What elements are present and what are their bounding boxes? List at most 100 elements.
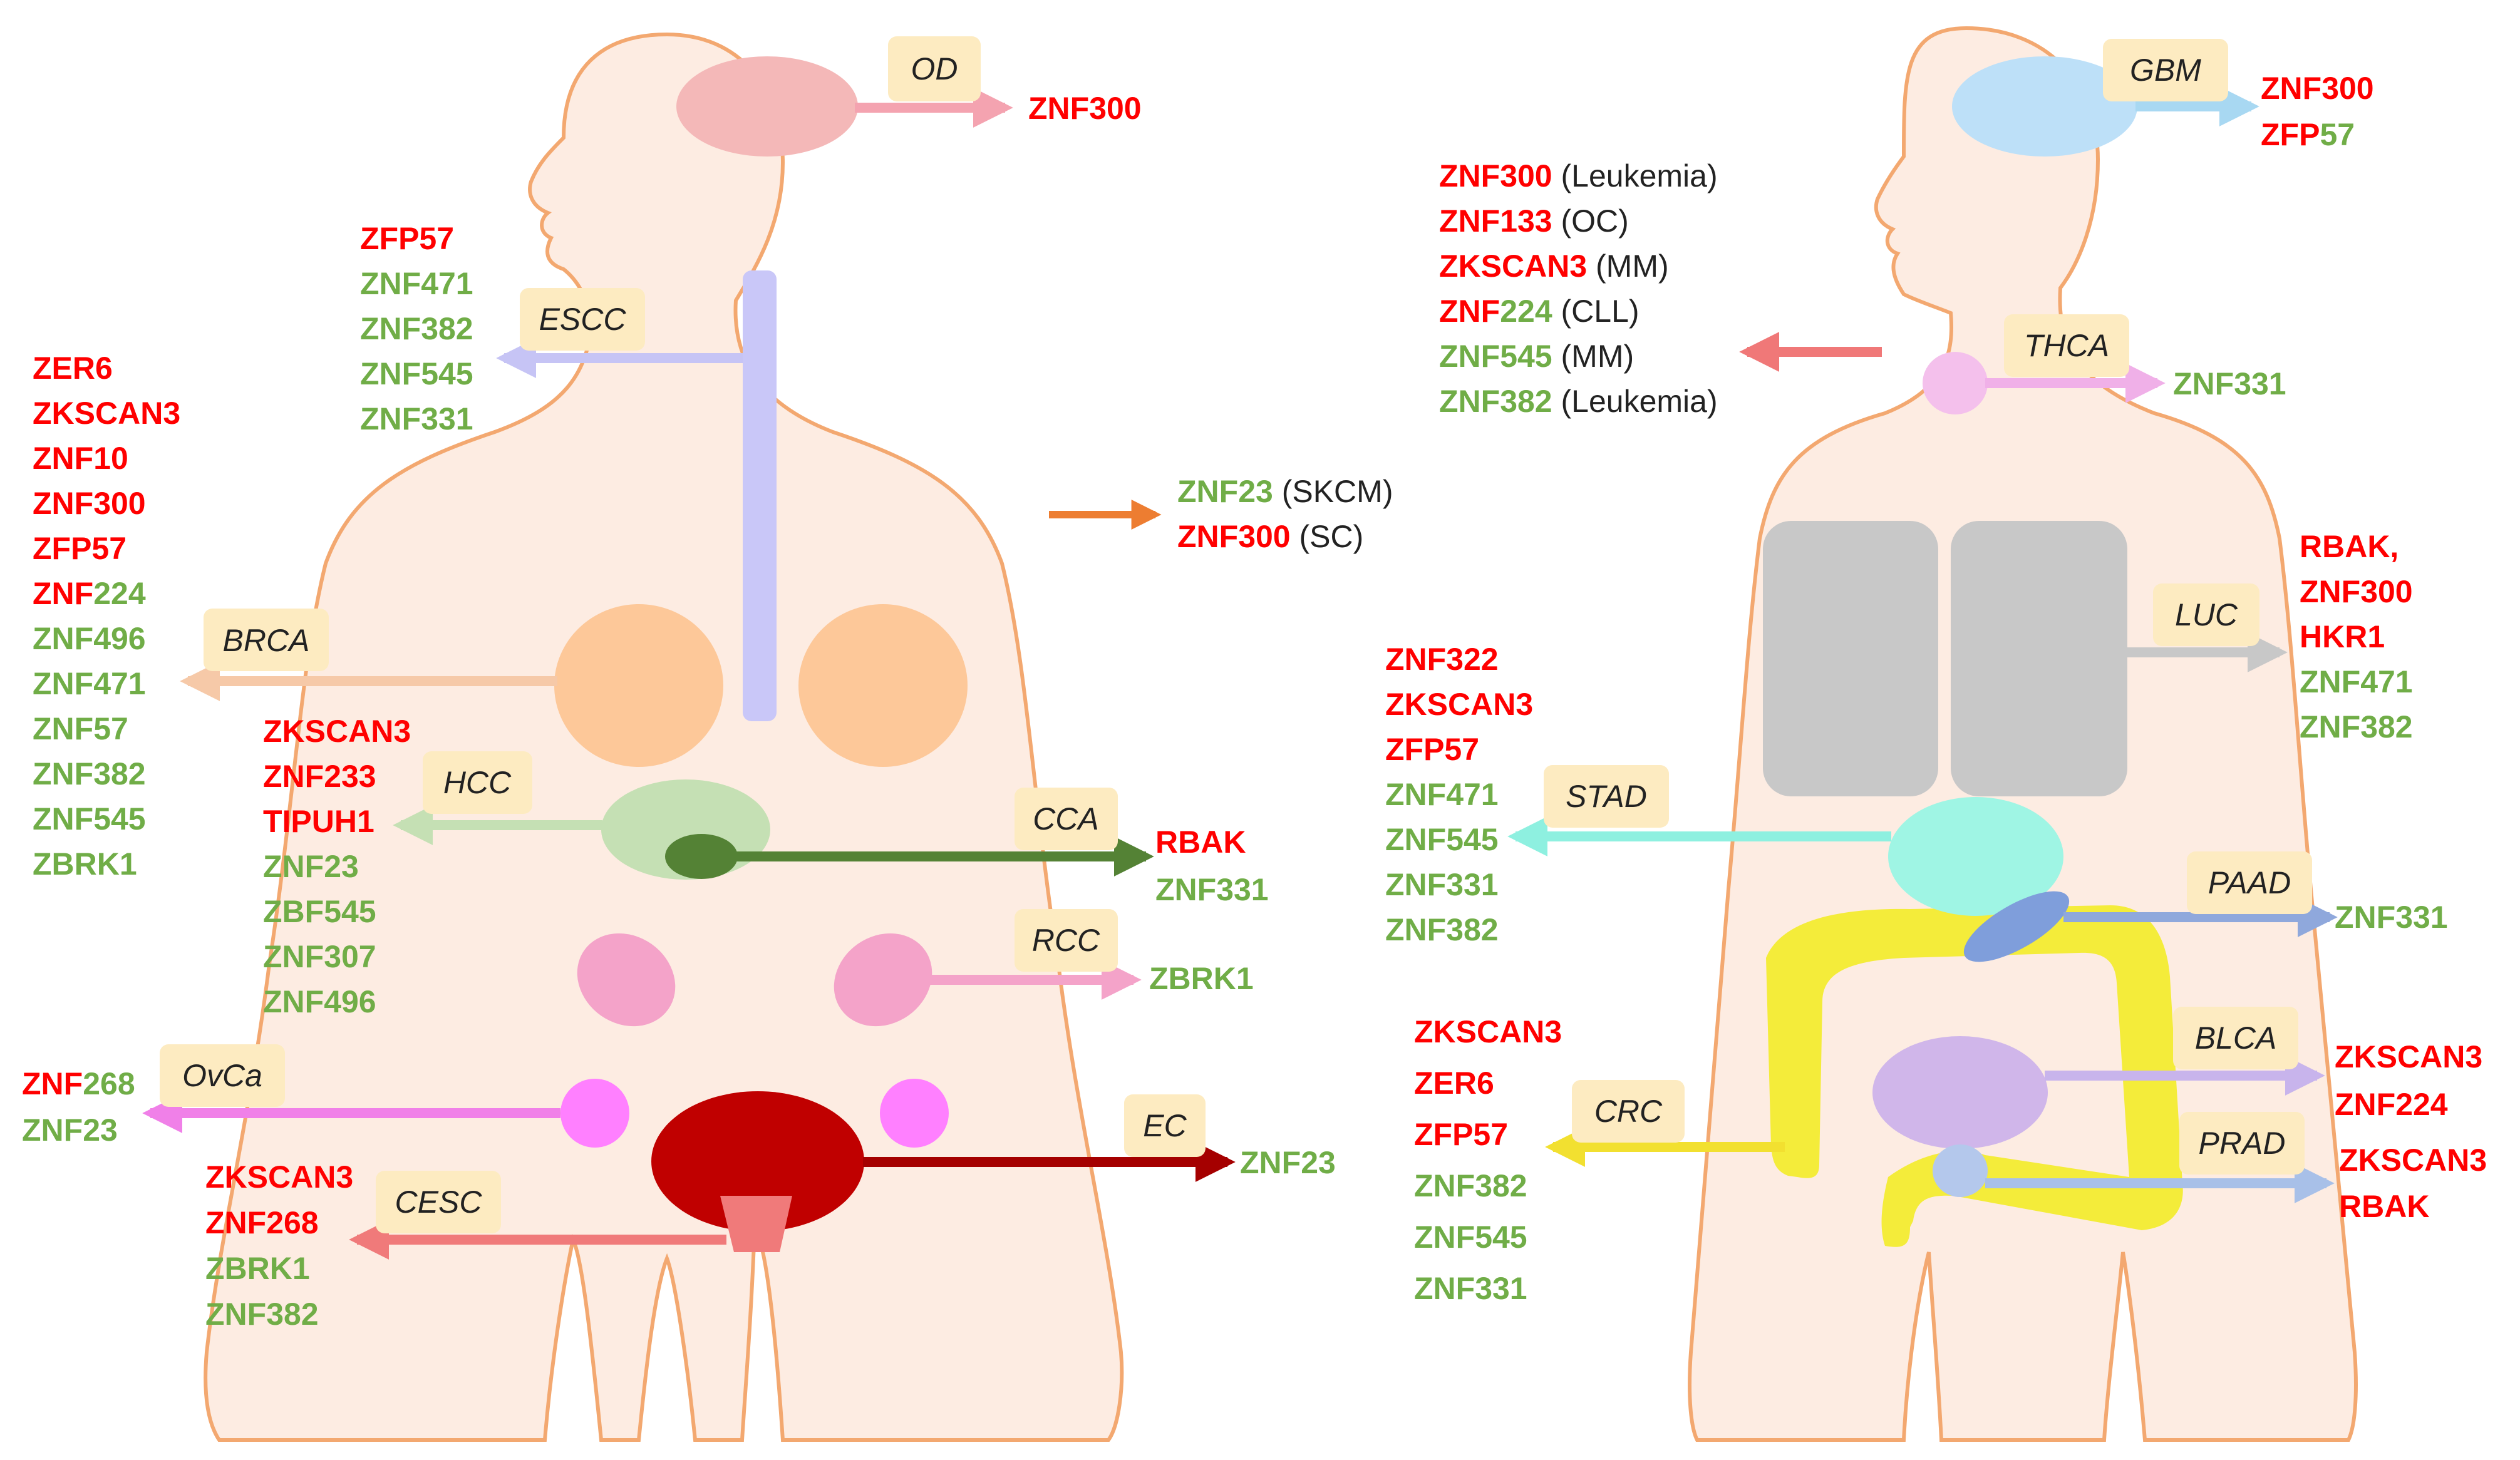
gene-label: ZKSCAN3 [263, 714, 411, 749]
gene-label: ZNF268 [205, 1205, 319, 1240]
tag-hcc: HCC [423, 751, 532, 814]
tag-escc: ESCC [520, 288, 645, 351]
gene-label: ZNF224 [2335, 1087, 2448, 1122]
tag-thca-label: THCA [2024, 328, 2109, 363]
gene-label: ZNF471 [1385, 777, 1499, 812]
tag-cesc: CESC [376, 1171, 501, 1233]
gene-label: ZER6 [1414, 1066, 1494, 1101]
gene-label: ZNF382 [1414, 1168, 1527, 1203]
gene-label: TIPUH1 [263, 804, 374, 839]
tag-cca-label: CCA [1033, 801, 1099, 836]
tag-prad-label: PRAD [2199, 1126, 2286, 1161]
gene-label: ZFP57 [1385, 732, 1479, 767]
tag-brca-label: BRCA [223, 623, 310, 658]
tag-stad: STAD [1544, 765, 1669, 828]
gene-label: ZNF382 [2300, 709, 2413, 744]
gene-list-paad: ZNF331 [2335, 900, 2448, 935]
tag-stad-label: STAD [1566, 779, 1647, 814]
tag-cca: CCA [1015, 788, 1118, 850]
tag-hcc-label: HCC [443, 765, 512, 800]
gene-label: ZBRK1 [205, 1251, 310, 1286]
tag-od-label: OD [911, 51, 958, 86]
tag-blca-label: BLCA [2195, 1020, 2277, 1056]
gene-label: ZNF322 [1385, 642, 1499, 677]
gene-list-od: ZNF300 [1028, 91, 1142, 126]
esophagus-organ [743, 270, 777, 721]
pancreas-organ [1963, 891, 2070, 962]
gene-label: ZNF382 [33, 756, 146, 791]
gene-label: HKR1 [2300, 619, 2385, 654]
gene-label: ZNF545 [1385, 822, 1499, 857]
stomach-organ [1888, 797, 2063, 916]
female-body [204, 32, 1124, 1442]
cervix-organ [720, 1196, 792, 1252]
gene-label: ZNF300 (SC) [1177, 519, 1363, 554]
gene-label: ZNF224 (CLL) [1439, 294, 1640, 329]
gene-label: ZNF10 [33, 441, 128, 476]
kidney-right-organ [834, 933, 932, 1027]
gene-label: ZBF545 [263, 894, 376, 929]
gene-label: ZNF471 [360, 266, 473, 301]
gene-list-ec: ZNF23 [1240, 1145, 1336, 1180]
gene-label: ZNF300 (Leukemia) [1439, 158, 1718, 193]
gene-label: ZNF133 (OC) [1439, 203, 1629, 239]
tag-ovca-label: OvCa [182, 1058, 262, 1093]
gene-label: ZNF545 (MM) [1439, 339, 1634, 374]
tag-prad: PRAD [2179, 1112, 2305, 1175]
gene-label: ZNF382 [360, 311, 473, 346]
gene-list-thca: ZNF331 [2173, 366, 2286, 401]
gene-label: ZFP57 [33, 531, 127, 566]
gene-list-brca: ZER6ZKSCAN3ZNF10ZNF300ZFP57ZNF224ZNF496Z… [33, 351, 180, 882]
gene-label: ZKSCAN3 (MM) [1439, 249, 1669, 284]
gene-label: ZKSCAN3 [1385, 687, 1533, 722]
gene-label: ZNF331 [360, 401, 473, 436]
gene-label: ZNF224 [33, 576, 146, 611]
gene-label: ZKSCAN3 [2335, 1039, 2482, 1074]
gene-list-hcc: ZKSCAN3ZNF233TIPUH1ZNF23ZBF545ZNF307ZNF4… [263, 714, 411, 1019]
gene-label: ZNF382 [1385, 912, 1499, 947]
tag-ec-label: EC [1143, 1108, 1187, 1143]
gene-list-skin: ZNF23 (SKCM)ZNF300 (SC) [1177, 474, 1393, 554]
gene-label: ZNF382 [205, 1297, 319, 1332]
gene-label: ZNF471 [33, 666, 146, 701]
tag-crc: CRC [1572, 1080, 1685, 1143]
gene-list-stad: ZNF322ZKSCAN3ZFP57ZNF471ZNF545ZNF331ZNF3… [1385, 642, 1533, 947]
uterus-organ [651, 1091, 864, 1231]
tag-ovca: OvCa [160, 1044, 285, 1107]
gene-label: ZKSCAN3 [1414, 1014, 1562, 1049]
tag-escc-label: ESCC [539, 302, 627, 337]
breast-right-organ [798, 604, 968, 767]
gene-label: ZFP57 [360, 221, 454, 256]
tag-rcc-label: RCC [1032, 923, 1100, 958]
gene-label: ZNF331 [1155, 872, 1269, 907]
tag-thca: THCA [2004, 314, 2129, 377]
gene-label: ZNF471 [2300, 664, 2413, 699]
gene-label: ZKSCAN3 [33, 396, 180, 431]
tag-od: OD [888, 36, 981, 101]
gene-label: RBAK [2339, 1189, 2429, 1224]
kidney-left-organ [577, 933, 676, 1027]
gene-label: ZNF382 (Leukemia) [1439, 384, 1718, 419]
gene-label: ZNF300 [2261, 71, 2374, 106]
gene-label: ZKSCAN3 [205, 1159, 353, 1195]
gene-label: ZNF545 [33, 801, 146, 836]
brain-organ [676, 56, 858, 157]
gene-label: ZNF545 [360, 356, 473, 391]
gene-label: ZNF496 [263, 984, 376, 1019]
gene-label: ZNF496 [33, 621, 146, 656]
gallbladder-organ [665, 834, 738, 879]
gene-label: ZER6 [33, 351, 113, 386]
gene-label: RBAK [1155, 825, 1246, 860]
brain-organ-male [1952, 56, 2137, 157]
gene-list-blood: ZNF300 (Leukemia) ZNF133 (OC) ZKSCAN3 (MM)… [1439, 158, 1718, 419]
ovary-left-organ [560, 1079, 629, 1148]
tag-cesc-label: CESC [395, 1185, 483, 1220]
